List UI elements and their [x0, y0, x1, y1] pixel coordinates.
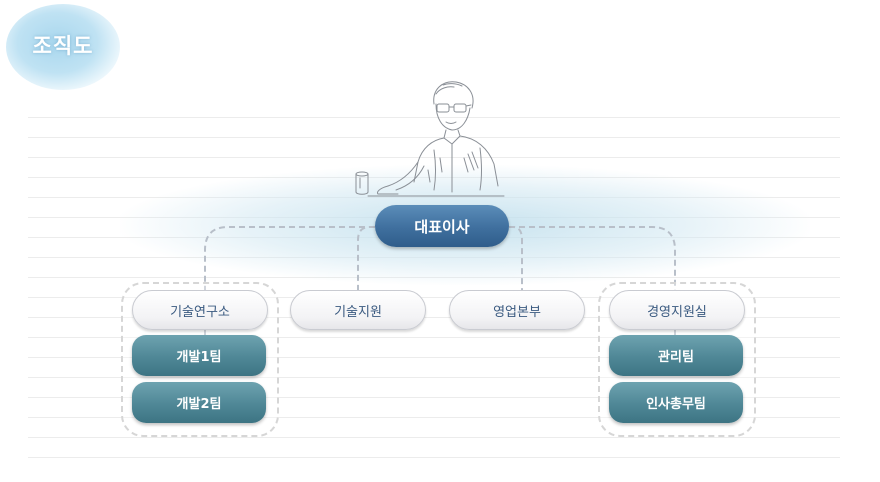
dept-tech-support: 기술지원: [290, 290, 426, 330]
dept-sales: 영업본부: [449, 290, 585, 330]
team-hr-general: 인사총무팀: [609, 382, 743, 423]
dept-research-lab: 기술연구소: [132, 290, 268, 330]
title-badge: [6, 4, 120, 90]
team-dev-2: 개발2팀: [132, 382, 266, 423]
dept-management-support: 경영지원실: [609, 290, 745, 330]
executive-illustration: [355, 81, 505, 197]
ceo-node: 대표이사: [375, 205, 509, 247]
team-admin: 관리팀: [609, 335, 743, 376]
team-dev-1: 개발1팀: [132, 335, 266, 376]
page-title: 조직도: [32, 34, 94, 58]
